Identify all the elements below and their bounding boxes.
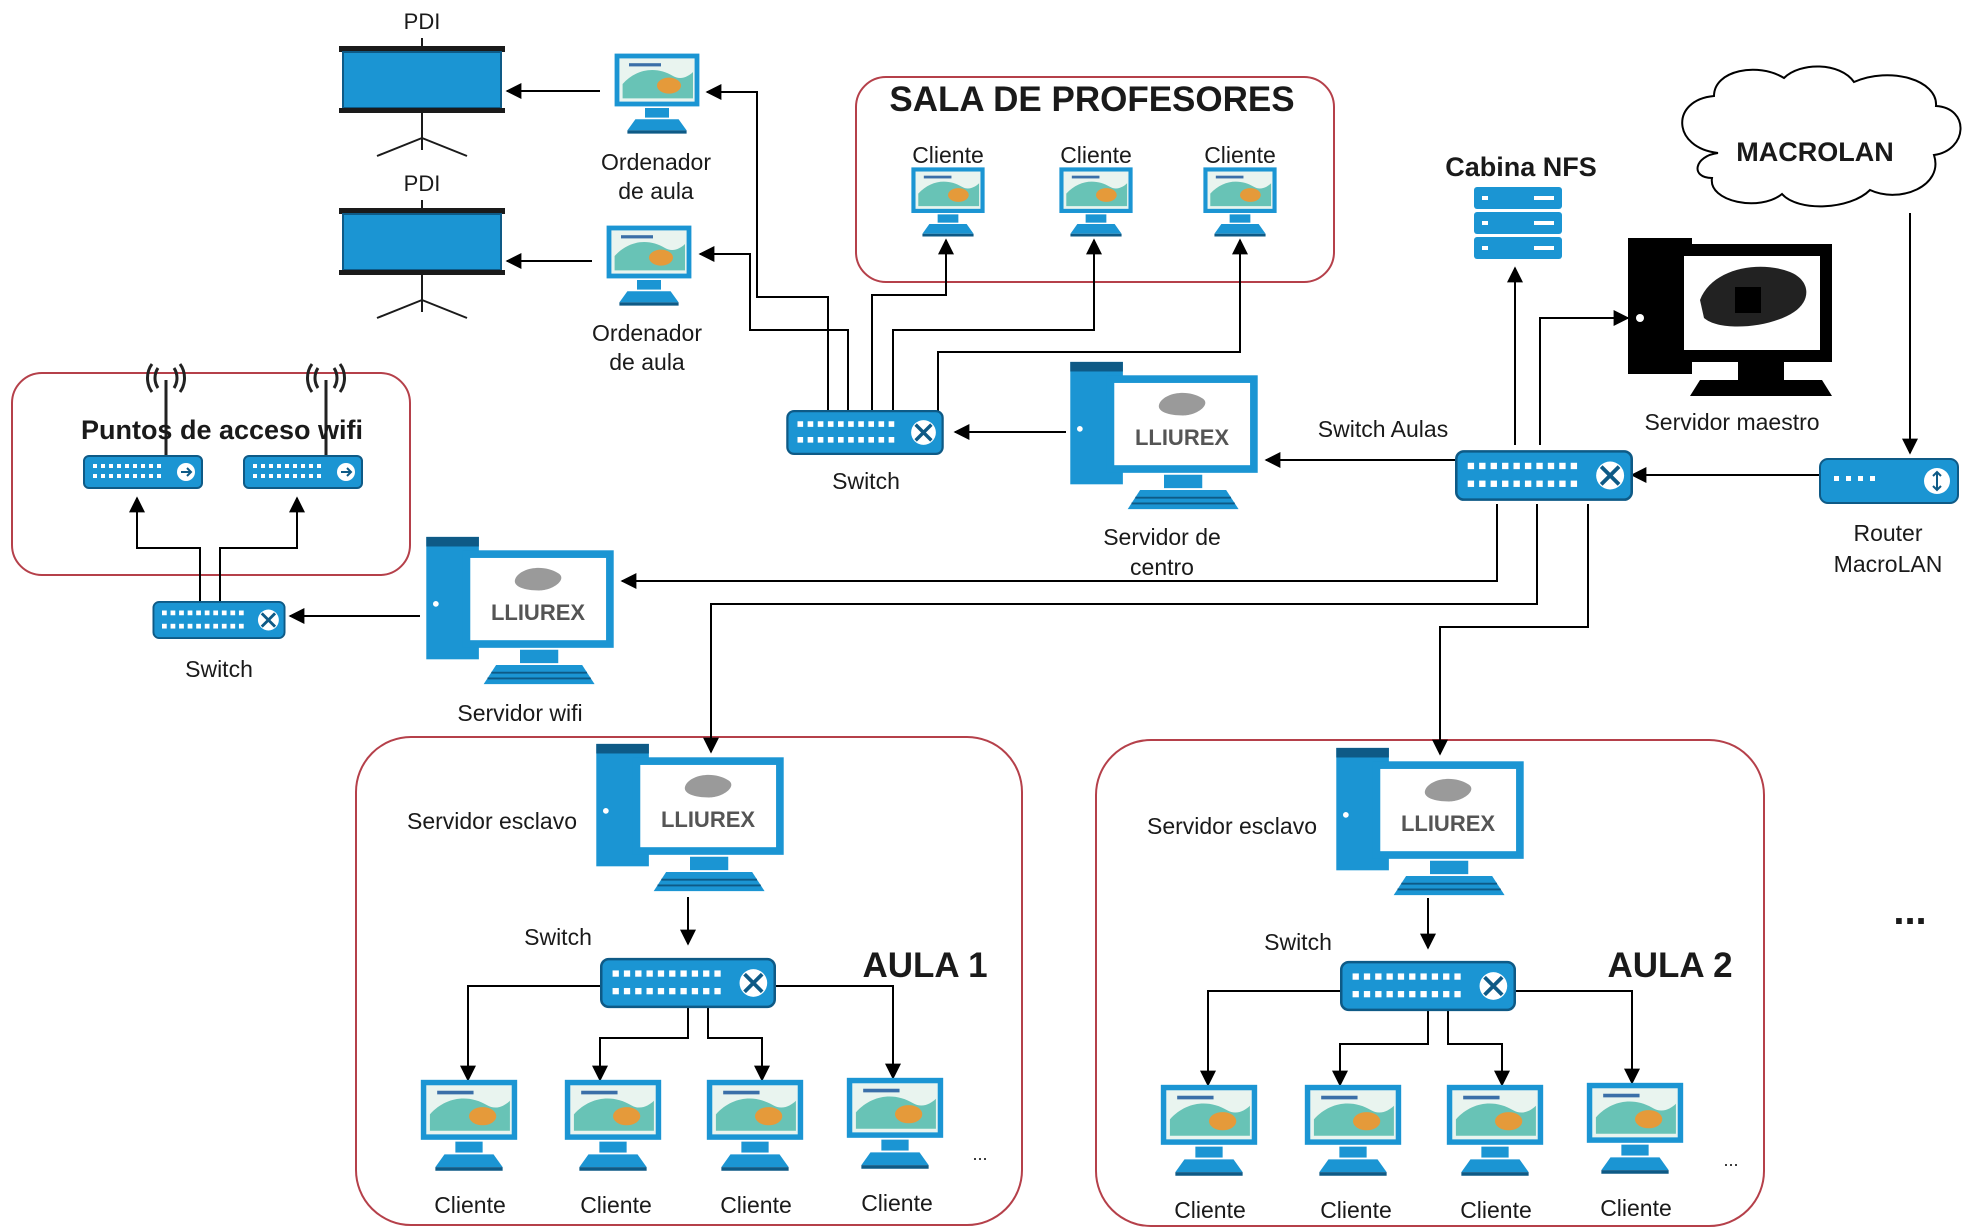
ordenador-1-line1: Ordenador	[601, 149, 711, 175]
switch-aulas-icon	[1456, 451, 1631, 499]
wifi-access-point-2-icon	[243, 363, 363, 489]
servidor-maestro-label: Servidor maestro	[1644, 409, 1819, 435]
servidor-centro-logo: LLIUREX	[1135, 425, 1229, 450]
aula1-switch-icon	[601, 959, 774, 1007]
wifi-access-point-1-icon	[83, 363, 203, 489]
aula1-client-2-icon	[564, 1079, 662, 1171]
aula2-client-1-icon	[1160, 1084, 1258, 1176]
router-icon	[1819, 458, 1959, 504]
ordenador-2-line2: de aula	[609, 349, 685, 375]
servidor-wifi-label: Servidor wifi	[457, 700, 582, 726]
switch-aulas-label: Switch Aulas	[1318, 416, 1448, 442]
wifi-group-box	[11, 372, 411, 576]
pdi-label-2: PDI	[404, 171, 441, 196]
router-line2: MacroLAN	[1834, 551, 1943, 577]
aula2-more: ...	[1723, 1150, 1738, 1170]
aula1-servidor-logo: LLIUREX	[661, 807, 755, 832]
aula1-client-label-3: Cliente	[720, 1192, 792, 1218]
aula2-servidor-logo: LLIUREX	[1401, 811, 1495, 836]
aula1-switch-label: Switch	[524, 924, 592, 950]
aula1-servidor-label: Servidor esclavo	[407, 808, 577, 834]
aula2-client-label-1: Cliente	[1174, 1197, 1246, 1223]
sala-client-label-2: Cliente	[1060, 142, 1132, 168]
ordenador-2-line1: Ordenador	[592, 320, 702, 346]
macrolan-label: MACROLAN	[1736, 137, 1893, 167]
aula2-client-4-icon	[1586, 1082, 1684, 1174]
wifi-title: Puntos de acceso wifi	[81, 415, 363, 445]
pdi-screen-1-icon	[338, 38, 506, 157]
aula1-client-4-icon	[846, 1077, 944, 1169]
aula1-client-1-icon	[420, 1079, 518, 1171]
ordenador-aula-1-icon	[614, 53, 700, 134]
wifi-switch-icon	[151, 601, 287, 639]
pdi-screen-2-icon	[338, 200, 506, 319]
sala-title: SALA DE PROFESORES	[889, 80, 1294, 119]
ordenador-aula-2-icon	[606, 225, 692, 306]
sala-client-3-icon	[1203, 167, 1277, 237]
aula2-client-3-icon	[1446, 1084, 1544, 1176]
aula1-client-3-icon	[706, 1079, 804, 1171]
sala-client-1-icon	[911, 167, 985, 237]
cabina-nfs-label: Cabina NFS	[1445, 152, 1597, 182]
aula1-group-box	[355, 736, 1023, 1226]
sala-client-2-icon	[1059, 167, 1133, 237]
aula2-client-label-3: Cliente	[1460, 1197, 1532, 1223]
aula1-client-label-2: Cliente	[580, 1192, 652, 1218]
aula1-more: ...	[972, 1144, 987, 1164]
connections	[129, 83, 1918, 1087]
router-line1: Router	[1853, 520, 1922, 546]
aula2-group-box	[1095, 739, 1765, 1227]
aula2-switch-icon	[1341, 962, 1514, 1010]
aula2-client-label-2: Cliente	[1320, 1197, 1392, 1223]
aula1-client-label-4: Cliente	[861, 1190, 933, 1216]
more-aulas-ellipsis: ...	[1893, 889, 1926, 933]
servidor-centro-line1: Servidor de	[1103, 524, 1221, 550]
wifi-switch-label: Switch	[185, 656, 253, 682]
servidor-centro-line2: centro	[1130, 554, 1194, 580]
sala-client-label-1: Cliente	[912, 142, 984, 168]
pdi-label-1: PDI	[404, 9, 441, 34]
ordenador-1-line2: de aula	[618, 178, 694, 204]
aula2-title: AULA 2	[1607, 946, 1732, 985]
central-switch-label: Switch	[832, 468, 900, 494]
aula2-client-2-icon	[1304, 1084, 1402, 1176]
aula2-switch-label: Switch	[1264, 929, 1332, 955]
servidor-wifi-logo: LLIUREX	[491, 600, 585, 625]
sala-client-label-3: Cliente	[1204, 142, 1276, 168]
aula1-client-label-1: Cliente	[434, 1192, 506, 1218]
aula1-title: AULA 1	[862, 946, 987, 985]
central-switch-icon	[785, 410, 945, 455]
servidor-maestro-icon	[1628, 238, 1832, 396]
aula2-client-label-4: Cliente	[1600, 1195, 1672, 1221]
aula2-servidor-label: Servidor esclavo	[1147, 813, 1317, 839]
macrolan-cloud-icon	[1681, 65, 1962, 208]
nfs-storage-icon	[1474, 187, 1562, 259]
